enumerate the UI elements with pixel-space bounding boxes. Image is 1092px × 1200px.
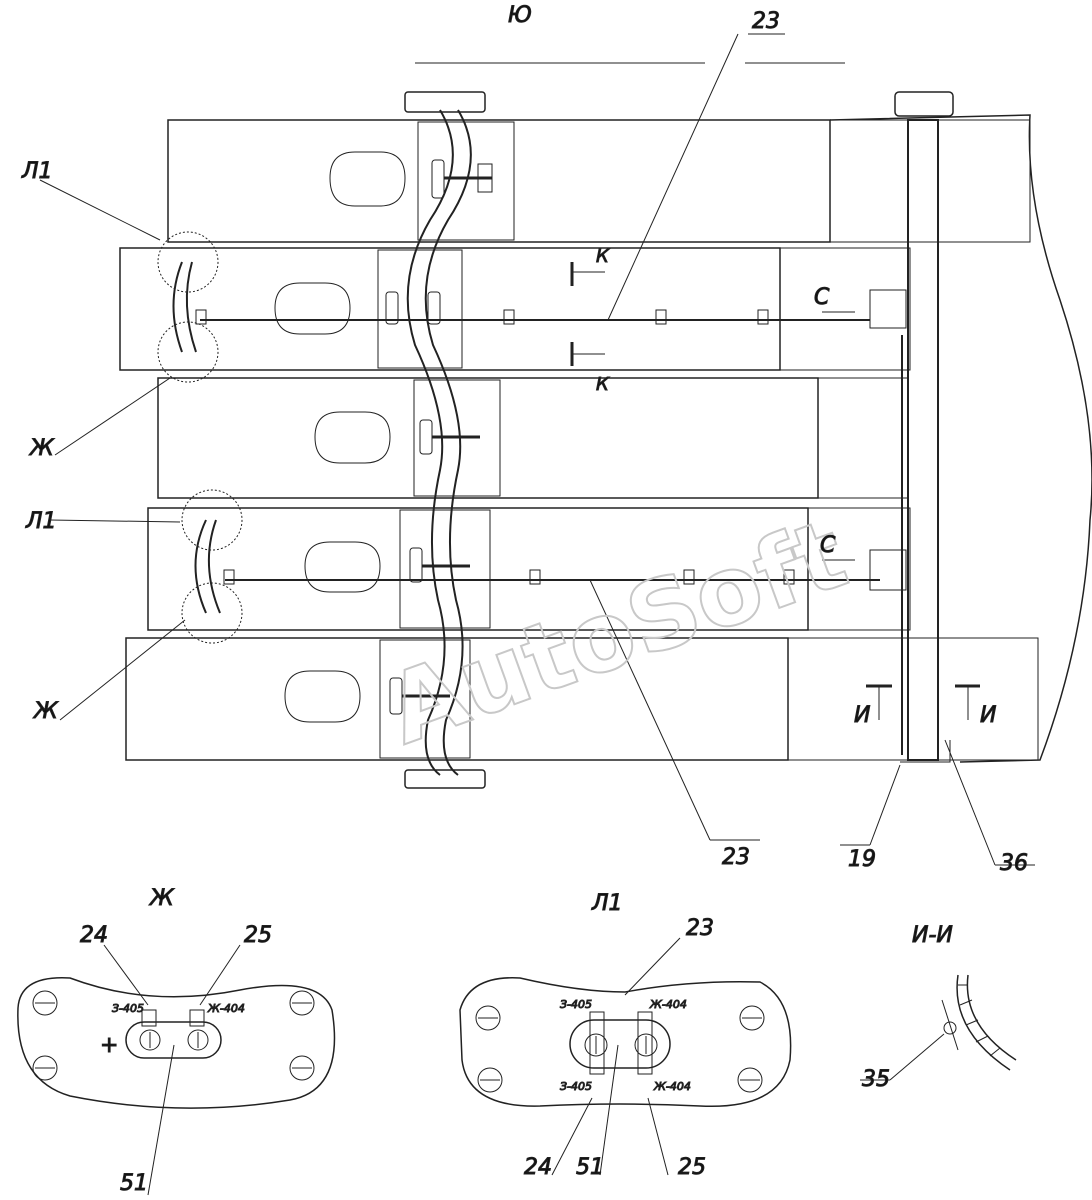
section-ii-callout-35: 35 (862, 1067, 890, 1092)
label-l1-top: Л1 (21, 159, 53, 184)
detail-l1-title: Л1 (591, 891, 623, 916)
detail-l1-callout-23: 23 (686, 916, 714, 941)
section-c-lower: С (820, 533, 836, 558)
section-k-lower: К (596, 374, 610, 395)
callout-23-top: 23 (752, 9, 780, 34)
detail-l1-wire-bot-left: З-405 (560, 1080, 592, 1093)
detail-zh-callout-51: 51 (120, 1171, 148, 1196)
detail-zh-wire-right: Ж-404 (207, 1002, 245, 1015)
detail-zh-title: Ж (148, 886, 175, 911)
view-label: Ю (508, 3, 532, 28)
body-outline (829, 114, 1092, 763)
bar-5 (125, 637, 1039, 761)
section-i-left: И (854, 703, 870, 728)
detail-l1-wire-top-left: З-405 (560, 998, 592, 1011)
section-ii: И-И 35 (860, 923, 1017, 1093)
callout-36: 36 (1000, 851, 1028, 876)
detail-l1: Л1 23 24 51 25 З-405 Ж-404 З-405 Ж-404 (459, 891, 792, 1181)
main-view: AutoSoft Ю 23 23 19 36 Л1 Л1 Ж Ж К К С С… (21, 3, 1092, 877)
label-zh-mid: Ж (32, 699, 59, 724)
detail-l1-callout-51: 51 (576, 1155, 604, 1180)
detail-zh-wire-left: З-405 (112, 1002, 144, 1015)
label-l1-mid: Л1 (25, 509, 57, 534)
detail-l1-wire-bot-right: Ж-404 (653, 1080, 691, 1093)
label-zh-top: Ж (28, 436, 55, 461)
bar-1 (167, 119, 1031, 243)
vertical-post (907, 119, 939, 761)
detail-l1-wire-top-right: Ж-404 (649, 998, 687, 1011)
detail-l1-callout-24: 24 (524, 1155, 552, 1180)
callout-19: 19 (848, 847, 876, 872)
section-c-upper: С (814, 285, 830, 310)
section-k-upper: К (596, 246, 610, 267)
detail-zh: Ж 24 25 51 З-405 Ж-404 + (17, 886, 336, 1197)
vertical-pipe (406, 109, 472, 776)
detail-zh-plus: + (100, 1033, 118, 1058)
section-i-right: И (980, 703, 996, 728)
detail-l1-callout-25: 25 (678, 1155, 706, 1180)
bar-3 (157, 377, 909, 499)
detail-zh-callout-25: 25 (244, 923, 272, 948)
watermark: AutoSoft (373, 498, 860, 766)
bar-4 (147, 489, 911, 644)
detail-zh-callout-24: 24 (80, 923, 108, 948)
bar-2 (119, 231, 911, 383)
callout-23-bottom: 23 (722, 845, 750, 870)
section-ii-title: И-И (912, 923, 953, 948)
